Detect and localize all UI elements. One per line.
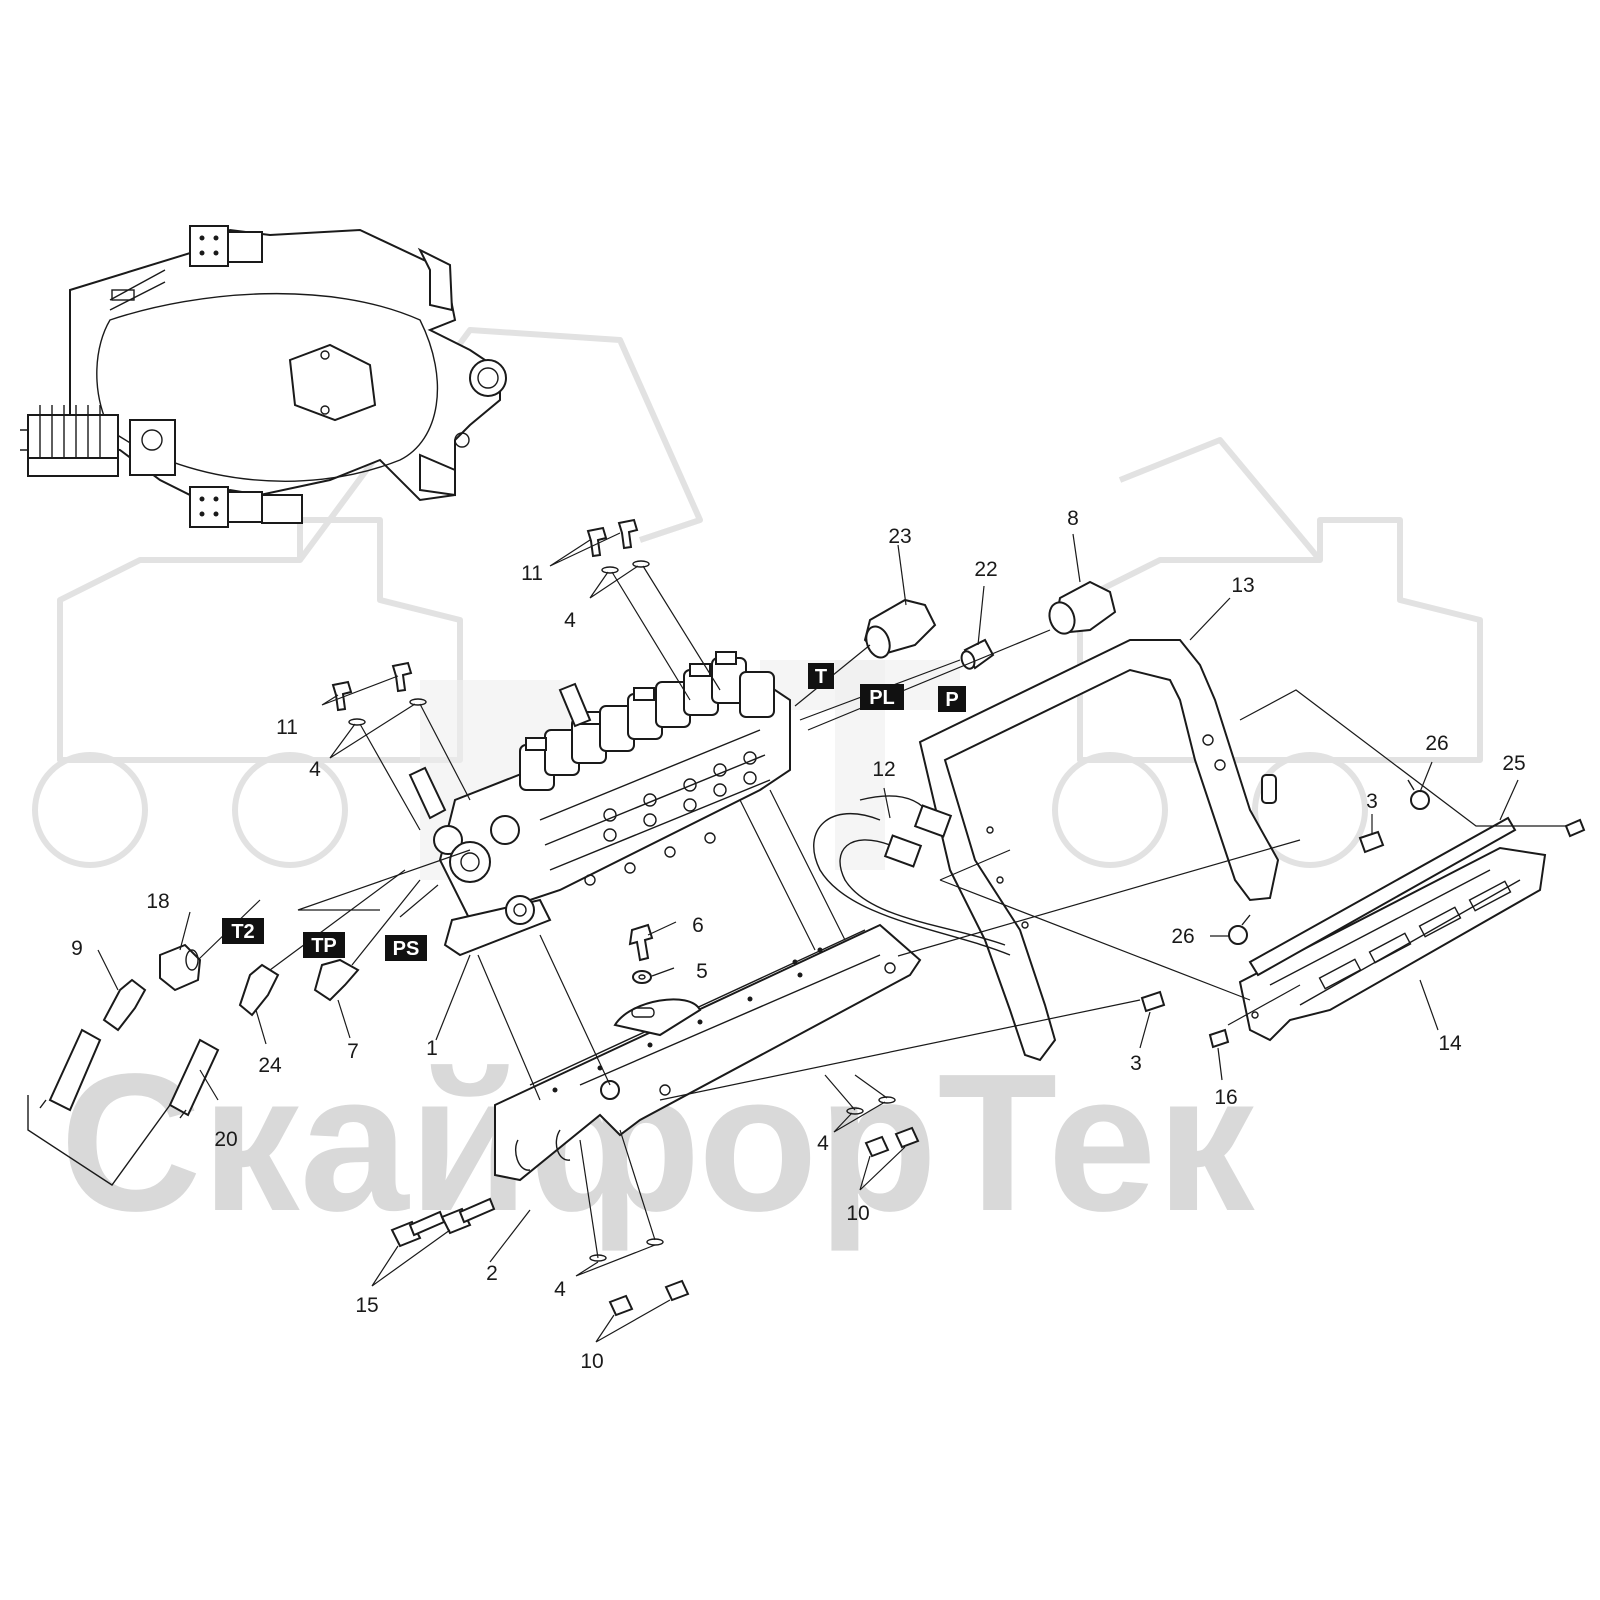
callout-20: 20 bbox=[214, 1128, 237, 1151]
callout-13: 13 bbox=[1231, 574, 1254, 597]
cover-tray bbox=[1238, 846, 1547, 1042]
machine-frame-overview bbox=[20, 225, 507, 528]
callout-numbers: 1 2 3 3 4 4 4 4 5 6 7 8 9 10 10 11 11 12… bbox=[71, 507, 1526, 1373]
svg-text:P: P bbox=[945, 689, 958, 711]
callout-3: 3 bbox=[1366, 790, 1378, 813]
port-label-PS: PS bbox=[385, 935, 427, 961]
svg-text:T: T bbox=[815, 666, 827, 688]
fitting-23 bbox=[863, 598, 937, 659]
callout-18: 18 bbox=[146, 890, 169, 913]
hydraulic-valve-block bbox=[408, 651, 791, 957]
callout-4: 4 bbox=[554, 1278, 566, 1301]
callout-15: 15 bbox=[355, 1294, 378, 1317]
port-label-T2: T2 bbox=[222, 918, 264, 944]
nuts-10 bbox=[608, 1126, 920, 1317]
elbow-9 bbox=[102, 978, 147, 1032]
callout-2: 2 bbox=[486, 1262, 498, 1285]
hydraulic-hose-20 bbox=[27, 1028, 220, 1186]
callout-3: 3 bbox=[1130, 1052, 1142, 1075]
washer-5 bbox=[632, 970, 652, 984]
bolts-11-top bbox=[331, 518, 650, 726]
svg-text:PS: PS bbox=[393, 938, 420, 960]
callout-22: 22 bbox=[974, 558, 997, 581]
callout-23: 23 bbox=[888, 525, 911, 548]
screw-16 bbox=[1208, 1028, 1230, 1049]
callout-6: 6 bbox=[692, 914, 704, 937]
solenoid-coils bbox=[519, 651, 775, 791]
callout-14: 14 bbox=[1438, 1032, 1462, 1055]
svg-text:T2: T2 bbox=[231, 921, 254, 943]
callout-11: 11 bbox=[276, 716, 298, 739]
callout-5: 5 bbox=[696, 960, 708, 983]
callout-26: 26 bbox=[1171, 925, 1194, 948]
fitting-18 bbox=[159, 943, 202, 992]
callout-25: 25 bbox=[1502, 752, 1525, 775]
callout-4: 4 bbox=[817, 1132, 829, 1155]
bracket-holes bbox=[552, 947, 823, 1093]
callout-24: 24 bbox=[258, 1054, 282, 1077]
callout-4: 4 bbox=[309, 758, 321, 781]
port-label-P: P bbox=[938, 686, 966, 712]
callout-4: 4 bbox=[564, 609, 576, 632]
callout-10: 10 bbox=[846, 1202, 869, 1225]
svg-text:TP: TP bbox=[311, 935, 337, 957]
bolt-6 bbox=[628, 923, 654, 962]
rubber-strip bbox=[1248, 816, 1517, 977]
callout-10: 10 bbox=[580, 1350, 603, 1373]
port-label-PL: PL bbox=[860, 684, 904, 710]
elbow-24 bbox=[238, 963, 280, 1017]
svg-text:PL: PL bbox=[869, 687, 895, 709]
callout-8: 8 bbox=[1067, 507, 1079, 530]
callout-7: 7 bbox=[347, 1040, 359, 1063]
bolts-15 bbox=[390, 1197, 496, 1248]
callout-9: 9 bbox=[71, 937, 83, 960]
callout-11: 11 bbox=[521, 562, 543, 585]
port-label-TP: TP bbox=[303, 932, 345, 958]
port-label-T: T bbox=[808, 663, 834, 689]
callout-1: 1 bbox=[426, 1037, 438, 1060]
guard-frame bbox=[918, 639, 1280, 1062]
callout-26: 26 bbox=[1425, 732, 1448, 755]
callout-12: 12 bbox=[872, 758, 895, 781]
spool-caps bbox=[584, 751, 757, 886]
wiring-harness bbox=[813, 795, 1011, 956]
callout-16: 16 bbox=[1214, 1086, 1237, 1109]
elbow-7 bbox=[313, 958, 360, 1002]
mounting-bracket bbox=[494, 923, 922, 1182]
fitting-8 bbox=[1048, 580, 1117, 635]
